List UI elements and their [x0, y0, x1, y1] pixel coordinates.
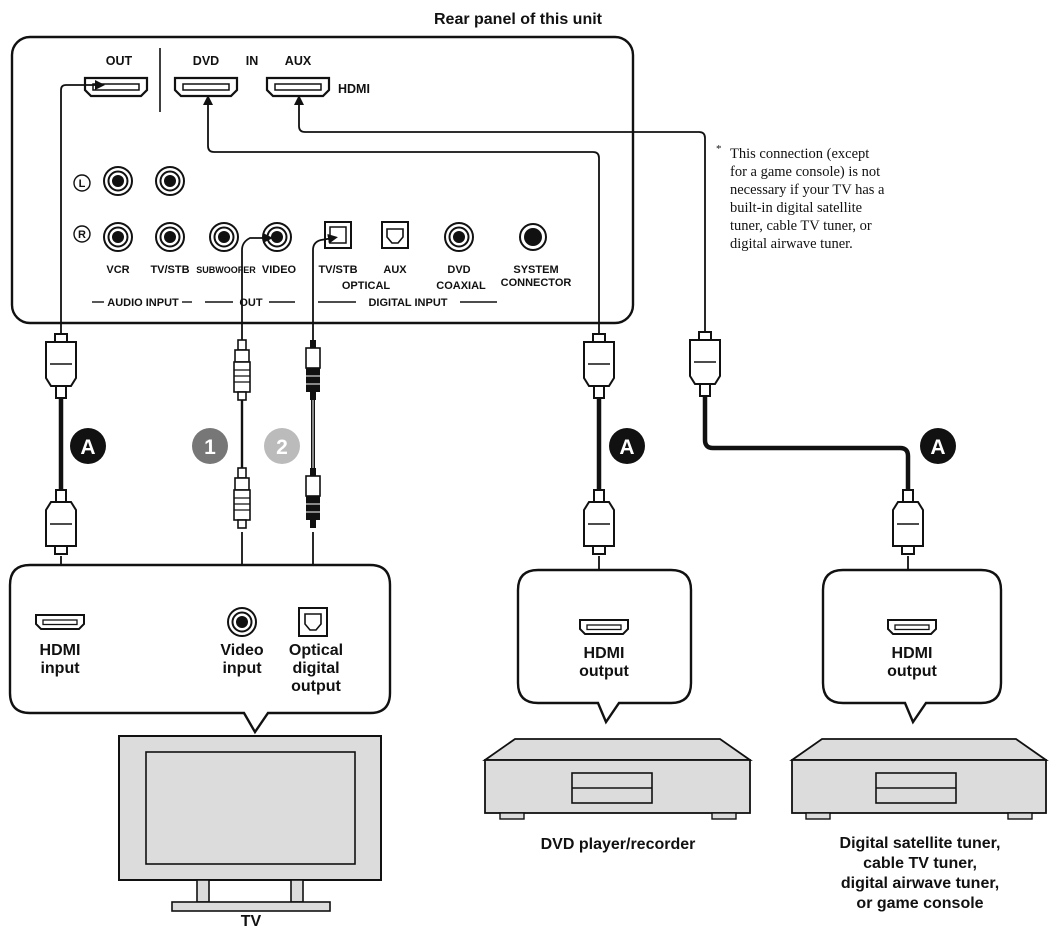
hdmi-label: HDMI: [338, 82, 370, 96]
tv-hdmi-input-label: input: [40, 660, 80, 677]
tv-connector-bubble: HDMI input Video input Optical digital o…: [8, 563, 392, 735]
tv-hdmi-input-label: HDMI: [40, 642, 81, 659]
subwoofer-out-jack[interactable]: [209, 222, 239, 252]
hdmi-out-label: OUT: [106, 54, 133, 68]
aux-hdmi-wire: [294, 95, 706, 348]
tv-video-input-label: Video: [220, 642, 264, 659]
dvd-player-label: DVD player/recorder: [541, 836, 696, 853]
hdmi-in-label: IN: [246, 54, 259, 68]
hdmi-out-port[interactable]: [83, 76, 149, 98]
subwoofer-label: SUBWOOFER: [196, 265, 256, 275]
hdmi-aux-label: AUX: [285, 54, 312, 68]
vcr-label: VCR: [106, 264, 129, 276]
left-channel-marker: L: [73, 174, 91, 192]
digital-input-group-label: DIGITAL INPUT: [368, 297, 447, 309]
connector-label: CONNECTOR: [501, 277, 572, 289]
tv-optical-output-label: output: [291, 678, 341, 695]
svg-text:2: 2: [276, 436, 288, 459]
tvstb-audio-label: TV/STB: [150, 264, 189, 276]
cable-a-badge: A: [920, 428, 956, 464]
optical-tvstb-label: TV/STB: [318, 264, 357, 276]
optical-cable-badge-2: 2: [264, 428, 300, 464]
optical-cable: [305, 339, 321, 529]
video-wire: [241, 233, 273, 340]
hdmi-aux-in-port[interactable]: [265, 76, 331, 98]
tuner-hdmi-output-port[interactable]: [887, 619, 937, 635]
optical-wire: [312, 233, 338, 342]
rear-panel: OUT DVD IN AUX HDMI L R VCR TV/STB SUBWO…: [10, 35, 635, 325]
tv-video-input-jack[interactable]: [227, 607, 257, 637]
video-cable-badge-1: 1: [192, 428, 228, 464]
hdmi-cable-tuner: [689, 331, 924, 555]
system-connector-port[interactable]: [519, 223, 547, 251]
system-label: SYSTEM: [513, 264, 558, 276]
footnote-line: built-in digital satellite: [730, 200, 862, 216]
tv-optical-output-port[interactable]: [298, 607, 328, 637]
diagram-title: Rear panel of this unit: [434, 11, 603, 28]
dvd-hdmi-output-label: output: [579, 663, 629, 680]
out-group-label: OUT: [239, 297, 263, 309]
coaxial-label: COAXIAL: [436, 280, 486, 292]
tuner-hdmi-output-label: HDMI: [892, 645, 933, 662]
hdmi-cable-tv: [45, 333, 77, 555]
dvd-hdmi-output-port[interactable]: [579, 619, 629, 635]
footnote-line: digital airwave tuner.: [730, 236, 853, 252]
tuner-label: Digital satellite tuner,: [840, 835, 1001, 852]
vcr-audio-left-jack[interactable]: [103, 166, 133, 196]
dvd-hdmi-wire: [203, 95, 600, 350]
video-out-jack[interactable]: [262, 222, 292, 252]
panel-wires: [60, 80, 706, 350]
svg-text:A: A: [930, 436, 945, 459]
svg-text:R: R: [78, 229, 86, 241]
tv-device: [118, 735, 382, 912]
footnote: * This connection (except for a game con…: [716, 143, 885, 252]
tv-optical-output-label: digital: [292, 660, 339, 677]
tv-optical-output-label: Optical: [289, 642, 343, 659]
cable-a-badge: A: [70, 428, 106, 464]
tvstb-audio-right-jack[interactable]: [155, 222, 185, 252]
video-label: VIDEO: [262, 264, 297, 276]
video-cable: [233, 339, 251, 529]
tuner-label: digital airwave tuner,: [841, 875, 999, 892]
dvd-player-device: [482, 738, 753, 820]
tuner-connector-bubble: HDMI output: [821, 568, 1003, 725]
svg-text:L: L: [79, 178, 86, 190]
tuner-hdmi-output-label: output: [887, 663, 937, 680]
svg-text:A: A: [80, 436, 95, 459]
audio-input-group-label: AUDIO INPUT: [107, 297, 179, 309]
tuner-label: cable TV tuner,: [863, 855, 977, 872]
coaxial-dvd-label: DVD: [447, 264, 470, 276]
optical-aux-label: AUX: [383, 264, 407, 276]
vcr-audio-right-jack[interactable]: [103, 222, 133, 252]
svg-text:1: 1: [204, 436, 216, 459]
tvstb-audio-left-jack[interactable]: [155, 166, 185, 196]
hdmi-dvd-label: DVD: [193, 54, 219, 68]
dvd-connector-bubble: HDMI output: [516, 568, 693, 725]
svg-text:A: A: [619, 436, 634, 459]
tv-hdmi-input-port[interactable]: [35, 614, 85, 630]
footnote-asterisk: *: [716, 143, 722, 155]
footnote-line: necessary if your TV has a: [730, 182, 885, 198]
optical-aux-port[interactable]: [381, 221, 409, 249]
optical-label: OPTICAL: [342, 280, 391, 292]
footnote-line: This connection (except: [730, 146, 869, 162]
hdmi-cable-dvd: [583, 333, 615, 555]
dvd-hdmi-output-label: HDMI: [584, 645, 625, 662]
tuner-device: [789, 738, 1049, 820]
footnote-line: tuner, cable TV tuner, or: [730, 218, 872, 234]
footnote-line: for a game console) is not: [730, 164, 880, 180]
coaxial-dvd-jack[interactable]: [444, 222, 474, 252]
cable-a-badge: A: [609, 428, 645, 464]
hdmi-out-wire: [60, 80, 105, 348]
optical-tvstb-port[interactable]: [324, 221, 352, 249]
tv-label: TV: [241, 913, 262, 930]
right-channel-marker: R: [73, 225, 91, 243]
tuner-label: or game console: [856, 895, 983, 912]
tv-video-input-label: input: [222, 660, 262, 677]
hdmi-dvd-in-port[interactable]: [173, 76, 239, 98]
